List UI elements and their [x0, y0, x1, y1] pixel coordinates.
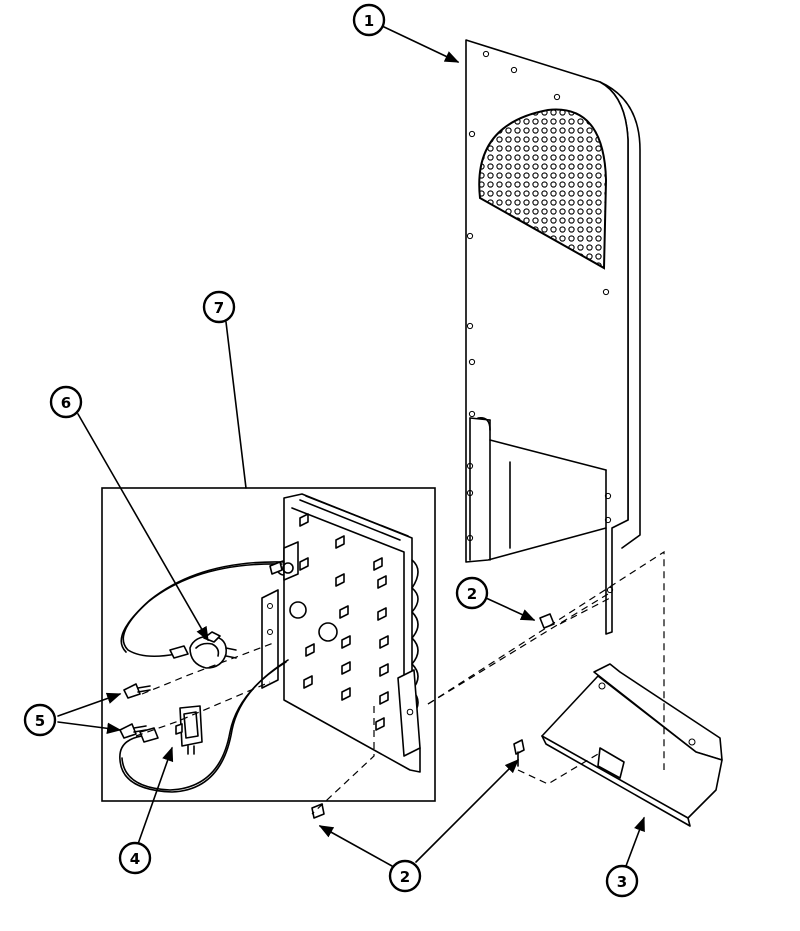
callout-3: 3: [605, 864, 639, 898]
thermal-fuse: [175, 705, 203, 755]
assembly-guides: [135, 550, 665, 815]
callout-2-top: 2: [455, 576, 489, 610]
callout-6: 6: [49, 385, 83, 419]
callout-4-label: 4: [130, 850, 140, 868]
callout-6-label: 6: [61, 394, 71, 412]
callout-3-label: 3: [617, 873, 627, 891]
callout-1-label: 1: [364, 12, 374, 30]
callout-2-bottom: 2: [388, 859, 422, 893]
callout-1: 1: [352, 3, 386, 37]
rear-panel: [465, 39, 641, 635]
screws-5: [119, 683, 151, 739]
bracket: [541, 663, 723, 827]
callout-4: 4: [118, 841, 152, 875]
heater-board: [261, 493, 421, 773]
callout-5-label: 5: [35, 712, 45, 730]
thermostat: [189, 631, 237, 669]
vent-grill: [478, 108, 608, 270]
callout-5: 5: [23, 703, 57, 737]
callout-2-top-label: 2: [467, 585, 477, 603]
assembly-frame: [101, 487, 436, 802]
insulators: [299, 513, 389, 731]
callout-7: 7: [202, 290, 236, 324]
leader-lines: [57, 25, 645, 867]
callout-2-bottom-label: 2: [400, 868, 410, 886]
callout-7-label: 7: [214, 299, 224, 317]
wire-harness: [119, 561, 289, 793]
